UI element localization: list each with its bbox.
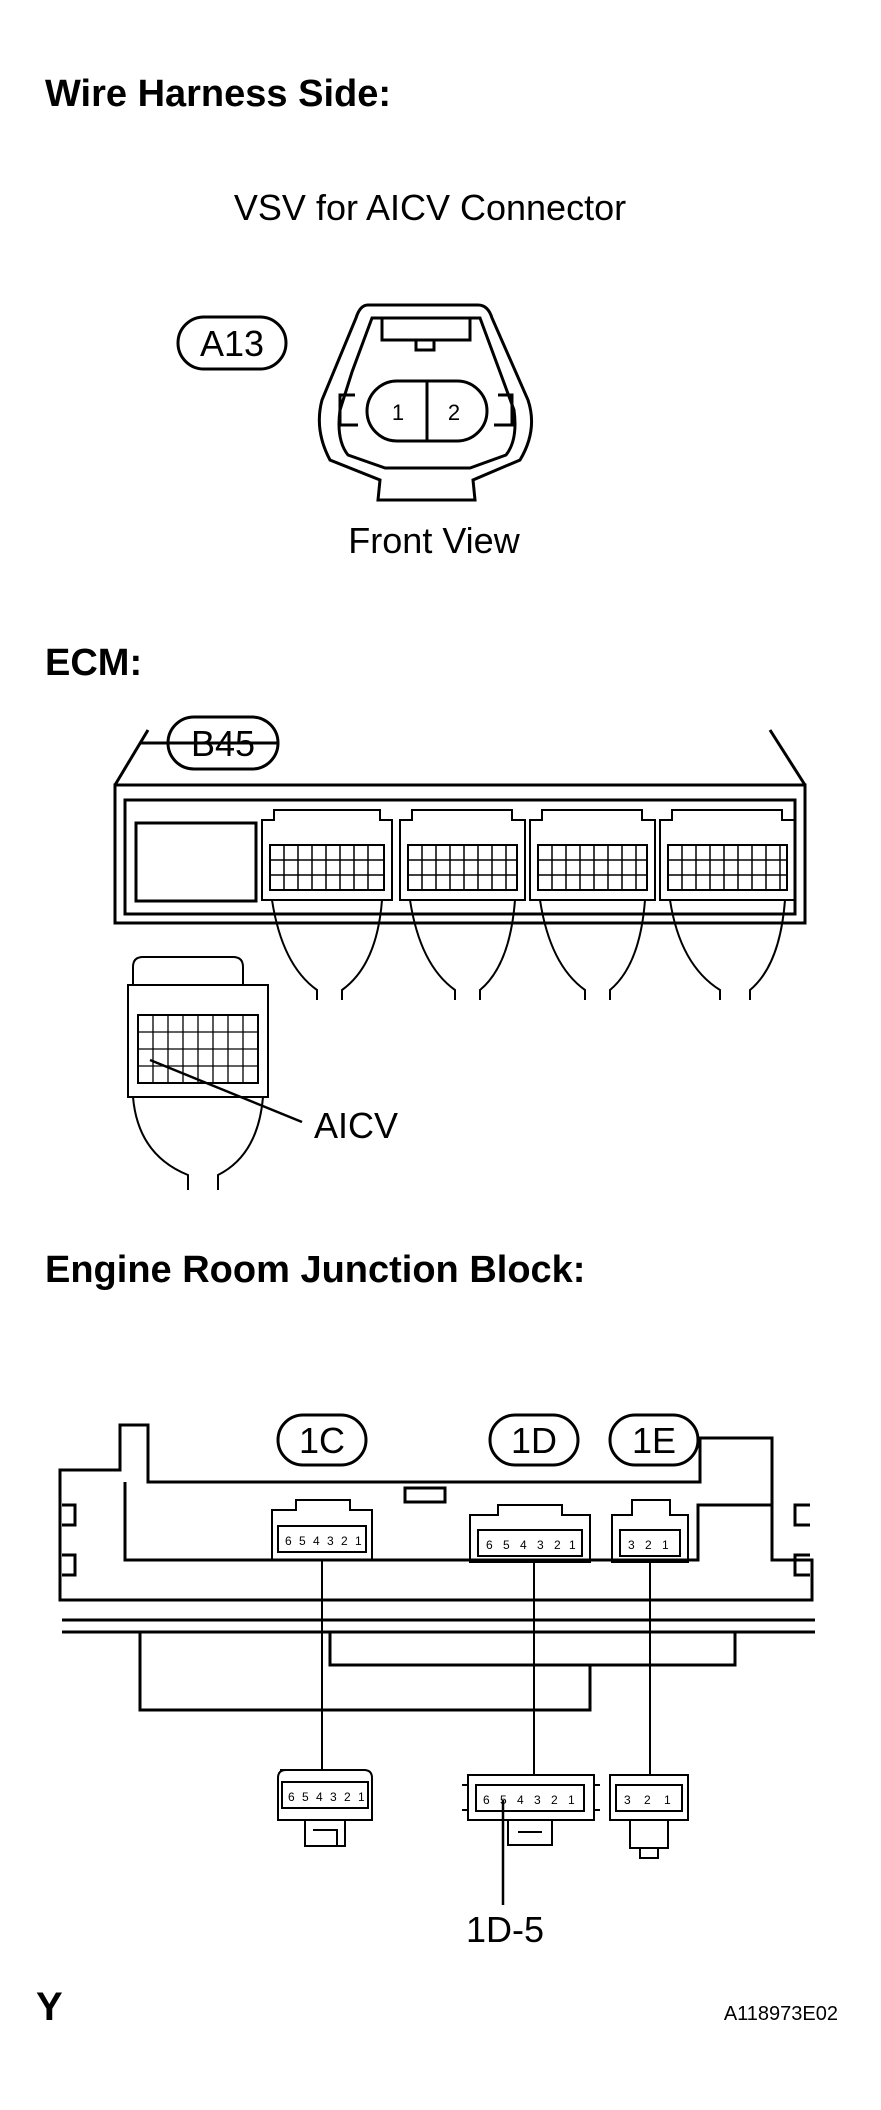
socket-1c-pin: 2 — [341, 1534, 348, 1548]
plug-1d-pin: 3 — [534, 1793, 541, 1807]
ecm-port-3 — [529, 809, 656, 1000]
socket-1d-pin: 6 — [486, 1538, 493, 1552]
plug-1c-pin: 1 — [358, 1790, 365, 1804]
socket-1e — [611, 1499, 689, 1563]
ecm-plug-connector — [127, 956, 269, 1190]
socket-1d-pin: 5 — [503, 1538, 510, 1552]
plug-1d-pin: 6 — [483, 1793, 490, 1807]
pin-label-2: 2 — [448, 400, 460, 425]
socket-1e-pin: 3 — [628, 1538, 635, 1552]
connector-id-a13: A13 — [176, 315, 288, 371]
socket-1c — [271, 1499, 373, 1561]
wire-harness-heading: Wire Harness Side: — [45, 73, 391, 115]
plug-1d-pin: 4 — [517, 1793, 524, 1807]
connector-id-label: 1D — [511, 1420, 557, 1461]
ecm-top-edge-right — [768, 729, 807, 786]
wire-harness-section: Wire Harness Side: VSV for AICV Connecto… — [45, 73, 626, 561]
socket-1c-pin: 5 — [299, 1534, 306, 1548]
connector-side-key-right — [494, 393, 514, 427]
socket-1d-pin: 3 — [537, 1538, 544, 1552]
ecm-port-2 — [399, 809, 526, 1000]
pin-label-1: 1 — [392, 400, 404, 425]
ecm-face-plate — [123, 798, 797, 916]
corner-mark: Y — [36, 1985, 63, 2029]
plug-1e-pin: 1 — [664, 1793, 671, 1807]
connector-side-key-left — [338, 393, 358, 427]
vsv-connector-drawing — [317, 303, 534, 502]
junction-block-tab-left-2 — [62, 1553, 77, 1577]
ecm-body — [113, 783, 807, 925]
socket-1c-pin: 1 — [355, 1534, 362, 1548]
plug-1c-pin: 4 — [316, 1790, 323, 1804]
socket-1c-pin: 4 — [313, 1534, 320, 1548]
socket-1d-pin: 4 — [520, 1538, 527, 1552]
socket-1d — [469, 1504, 591, 1563]
ecm-blank-port — [134, 821, 258, 903]
socket-pin-labels: 6 5 4 3 2 1 6 5 4 3 2 1 3 2 1 — [285, 1534, 669, 1552]
socket-1c-pin: 6 — [285, 1534, 292, 1548]
junction-block-heading: Engine Room Junction Block: — [45, 1249, 585, 1291]
socket-1c-pin: 3 — [327, 1534, 334, 1548]
figure-code: A118973E02 — [724, 2003, 838, 2025]
plug-1e-pin: 2 — [644, 1793, 651, 1807]
socket-1e-pin: 1 — [662, 1538, 669, 1552]
plug-1d — [462, 1774, 600, 1846]
ecm-section: ECM: B45 — [45, 642, 807, 1190]
connector-id-1e: 1E — [608, 1413, 700, 1467]
junction-block-lower-body — [138, 1632, 737, 1712]
junction-block-tab-right-2 — [793, 1553, 810, 1577]
connector-id-1c: 1C — [276, 1413, 368, 1467]
plug-1e-pin: 3 — [624, 1793, 631, 1807]
aicv-label: AICV — [314, 1105, 398, 1146]
connector-title: VSV for AICV Connector — [234, 187, 626, 228]
plug-1c-pin: 6 — [288, 1790, 295, 1804]
junction-block-tab-left — [62, 1503, 77, 1527]
plug-1e — [609, 1774, 689, 1859]
ecm-port-1 — [261, 809, 393, 1000]
ecm-housing — [113, 729, 807, 925]
junction-block-tab-right — [793, 1503, 810, 1527]
ecm-port-4 — [659, 809, 796, 1000]
plug-1c-pin: 3 — [330, 1790, 337, 1804]
connector-lock-notch — [414, 338, 436, 352]
plug-1c-pin: 5 — [302, 1790, 309, 1804]
plug-1d-pin: 1 — [568, 1793, 575, 1807]
terminal-label: 1D-5 — [466, 1909, 544, 1950]
junction-block-outline — [58, 1423, 814, 1602]
connector-id-1d: 1D — [488, 1413, 580, 1467]
junction-block-inner-edge — [123, 1482, 772, 1562]
connector-lock-tab — [380, 318, 472, 342]
plug-1c — [277, 1769, 373, 1847]
junction-block-slot — [403, 1486, 447, 1504]
front-view-label: Front View — [348, 520, 520, 561]
aicv-pointer-line — [149, 1058, 303, 1124]
ecm-heading: ECM: — [45, 642, 142, 684]
junction-block-lower-step — [328, 1632, 590, 1667]
connector-id-label: A13 — [200, 323, 264, 364]
plug-1d-pin: 2 — [551, 1793, 558, 1807]
socket-1e-pin: 2 — [645, 1538, 652, 1552]
connector-id-label: 1C — [299, 1420, 345, 1461]
plug-1c-pin: 2 — [344, 1790, 351, 1804]
ecm-top-edge-left — [113, 729, 150, 786]
connector-id-oval — [176, 315, 288, 371]
connector-id-label: 1E — [632, 1420, 676, 1461]
socket-1d-pin: 2 — [554, 1538, 561, 1552]
junction-block-section: Engine Room Junction Block: 1C 1D 1E — [45, 1249, 815, 1950]
junction-block-housing — [58, 1423, 815, 1712]
plug-pin-labels: 6 5 4 3 2 1 6 5 4 3 2 1 3 2 1 — [288, 1790, 671, 1807]
socket-1d-pin: 1 — [569, 1538, 576, 1552]
connector-outer-shell — [317, 303, 534, 502]
